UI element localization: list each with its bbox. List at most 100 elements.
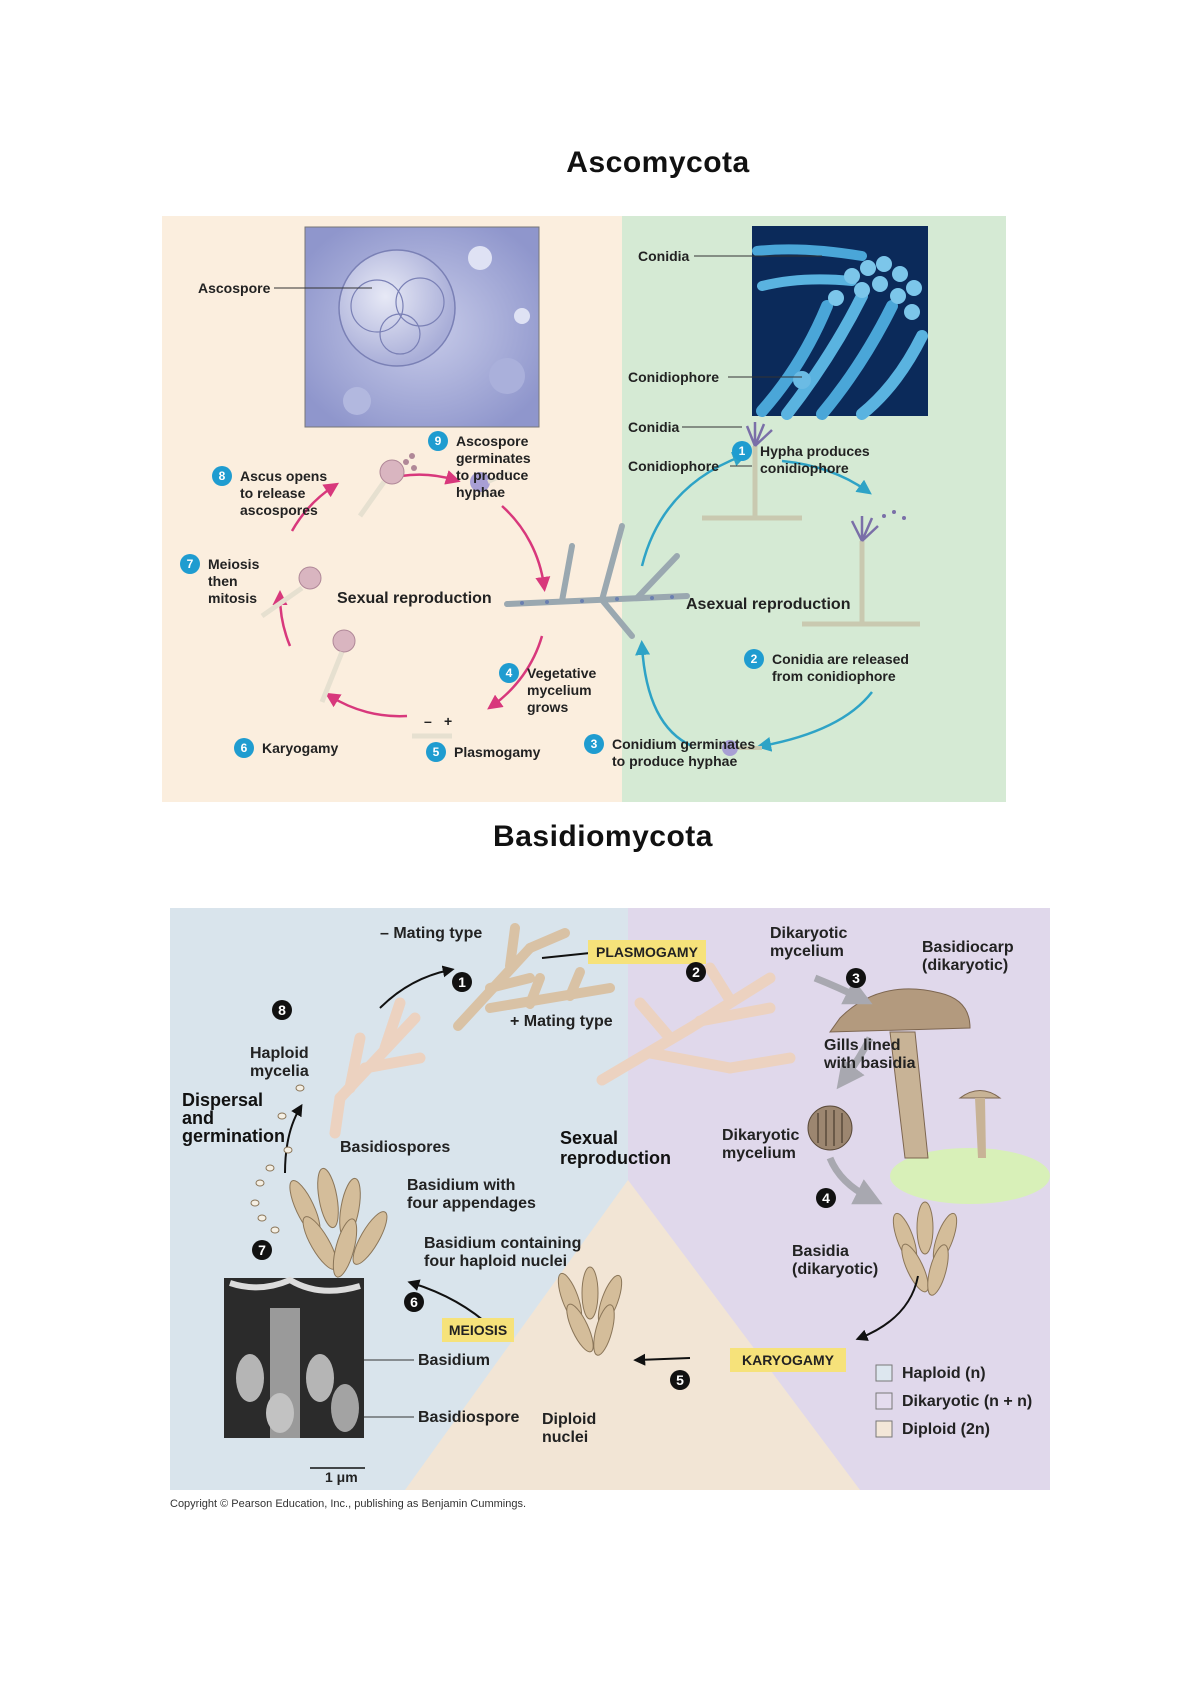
dikaryotic-mycelium-drawing [596,962,796,1086]
step-number: 1 [739,444,746,458]
dikaryotic-mycelium-top-1: Dikaryotic [770,925,847,942]
karyogamy-tag [730,1348,846,1372]
haploid-mycelia-label-1: Haploid [250,1045,309,1062]
basidiocarp-label-1: Basidiocarp [922,939,1014,956]
dispersal-label-3: germination [182,1126,285,1146]
dikaryotic-mycelium-mid-1: Dikaryotic [722,1127,799,1144]
basidia-cluster-left [289,1167,388,1278]
sexual-structures [260,453,511,739]
step-marker-number: 8 [278,1002,286,1018]
pink-arrow [400,470,461,485]
step-marker-number: 5 [676,1372,684,1388]
basidia-dikaryotic-label-2: (dikaryotic) [792,1261,878,1278]
legend: Haploid (n)Dikaryotic (n + n)Diploid (2n… [875,1364,1032,1438]
step-marker-number: 2 [692,964,700,980]
step-marker [452,972,472,992]
basidia-cluster-right [892,1201,958,1296]
sexual-reproduction-label-2: reproduction [560,1148,671,1168]
basidiomycota-diagram: – Mating type + Mating type PLASMOGAMY D… [170,908,1050,1490]
step-label: to release [240,485,306,501]
karyogamy-label: KARYOGAMY [742,1352,835,1368]
ascomycota-diagram: Ascospore Conidia Conidiophore [162,216,1006,802]
step-marker-number: 7 [258,1242,266,1258]
step-label: Karyogamy [262,740,338,756]
blue-arrow [781,459,872,495]
legend-label: Haploid (n) [902,1365,986,1382]
step-number: 7 [187,557,194,571]
minus-sign: – [424,713,432,729]
sexual-reproduction-label-1: Sexual [560,1128,618,1148]
conidia-label: Conidia [628,419,680,435]
step-label: Ascus opens [240,468,327,484]
asexual-reproduction-label: Asexual reproduction [686,596,850,613]
step-label: Conidium germinates [612,736,755,752]
pink-arrow [501,505,551,592]
step-label: mitosis [208,590,257,606]
step-badge [499,663,519,683]
haploid-mycelia-drawing [329,997,426,1139]
step-number: 8 [219,469,226,483]
conidiophore-top-label: Conidiophore [628,369,719,385]
step-marker [404,1292,424,1312]
step-marker [816,1188,836,1208]
step-label: hyphae [456,484,505,500]
meiosis-tag [442,1318,514,1342]
plasmogamy-tag [588,940,706,964]
step-marker-number: 1 [458,974,466,990]
pink-arrow [290,482,340,532]
step-number: 5 [433,745,440,759]
plus-sign: + [444,713,452,729]
step-number: 6 [241,741,248,755]
blue-arrow [756,691,873,752]
gills-label-1: Gills lined [824,1037,900,1054]
conidia-top-label: Conidia [638,248,690,264]
pink-arrow [324,692,408,718]
step-label: Conidia are released [772,651,909,667]
minus-mating-hyphae [453,923,570,1031]
step-marker [272,1000,292,1020]
basidium-appendages-label-2: four appendages [407,1195,536,1212]
step-label: germinates [456,450,531,466]
step-badge [744,649,764,669]
diploid-nuclei-label-1: Diploid [542,1411,596,1428]
step-number: 2 [751,652,758,666]
dikaryotic-mycelium-mid-2: mycelium [722,1145,796,1162]
basidium-micrograph [224,1276,365,1469]
step-number: 4 [506,666,513,680]
conidia-micrograph [752,226,928,420]
step-badge [212,466,232,486]
basidiomycota-title: Basidiomycota [493,820,713,853]
step-label: Plasmogamy [454,744,541,760]
vegetative-mycelium [504,523,690,639]
basidium-label: Basidium [418,1352,490,1369]
ascospore-micrograph [304,226,540,428]
basidium-appendages-label-1: Basidium with [407,1177,515,1194]
step-marker-number: 6 [410,1294,418,1310]
step-badge [426,742,446,762]
dispersal-label-1: Dispersal [182,1090,263,1110]
ascospore-label: Ascospore [198,280,271,296]
basidiospores-label: Basidiospores [340,1139,450,1156]
dikaryotic-mycelium-top-2: mycelium [770,943,844,960]
legend-swatch [875,1392,893,1410]
step-number: 3 [591,737,598,751]
legend-label: Diploid (2n) [902,1421,990,1438]
diploid-nuclei-label-2: nuclei [542,1429,588,1446]
step-number: 9 [435,434,442,448]
haploid-mycelia-label-2: mycelia [250,1063,309,1080]
pink-arrow [487,635,544,710]
sexual-reproduction-label: Sexual reproduction [337,590,492,607]
basidiomycota-svg: – Mating type + Mating type PLASMOGAMY D… [170,908,1050,1490]
basidia-dikaryotic-label-1: Basidia [792,1243,849,1260]
step-badge [234,738,254,758]
step-marker [846,968,866,988]
blue-arrow [640,452,748,567]
step-badge [584,734,604,754]
step-label: to produce hyphae [612,753,737,769]
plus-mating-label: + Mating type [510,1013,613,1030]
step-label: Ascospore [456,433,529,449]
dispersal-label-2: and [182,1108,214,1128]
step-badge [180,554,200,574]
